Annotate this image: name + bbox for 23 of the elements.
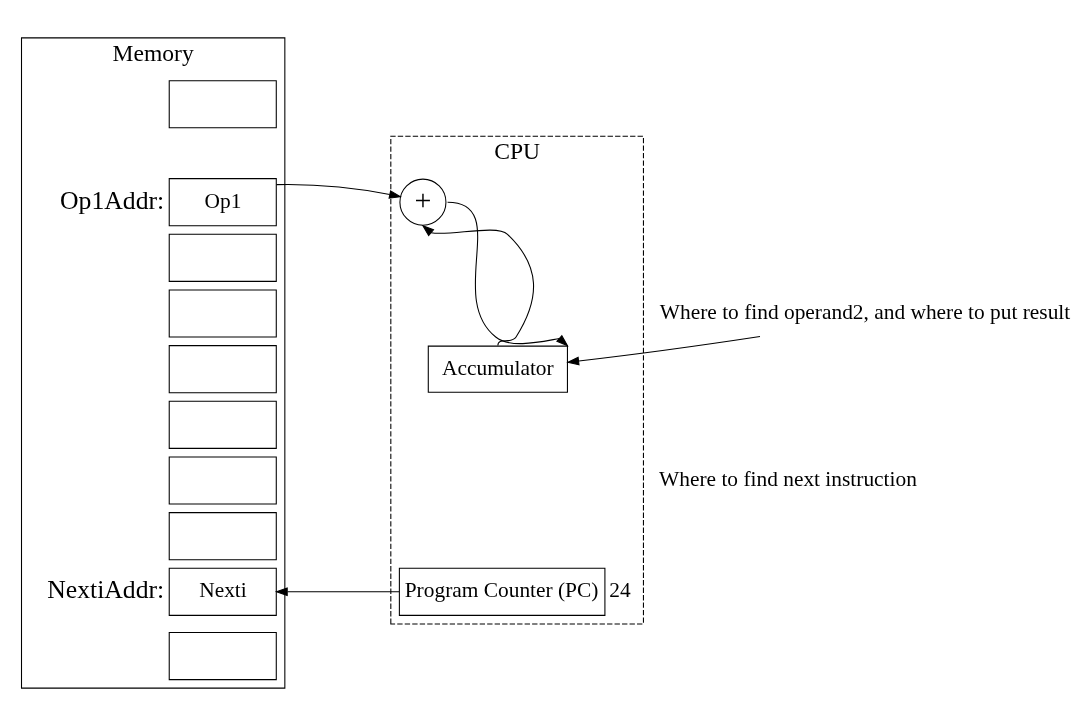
node-circle: +	[399, 178, 447, 226]
arrow	[274, 587, 400, 597]
node-box: Accumulator	[427, 345, 568, 393]
node-label: Op1Addr:	[60, 185, 165, 215]
arrow	[447, 201, 569, 347]
label: Where to find next instruction	[659, 466, 917, 491]
node-box	[168, 512, 277, 561]
node-box: Nexti	[168, 567, 277, 616]
node-box	[168, 233, 277, 282]
arrow	[566, 336, 761, 366]
node-box	[168, 289, 277, 338]
node-label: NextiAddr:	[47, 575, 165, 605]
arrow	[421, 224, 534, 347]
node-text: Where to find operand2, and where to put result	[659, 299, 1071, 324]
node-box	[168, 631, 277, 681]
node-label: 24	[609, 578, 631, 603]
node-box	[168, 400, 277, 449]
node-box	[168, 345, 277, 394]
node-box: Op1	[168, 178, 277, 227]
node-box	[168, 80, 277, 129]
arrow	[275, 183, 402, 199]
node-box: Program Counter (PC)	[398, 567, 606, 616]
node-box	[168, 456, 277, 505]
